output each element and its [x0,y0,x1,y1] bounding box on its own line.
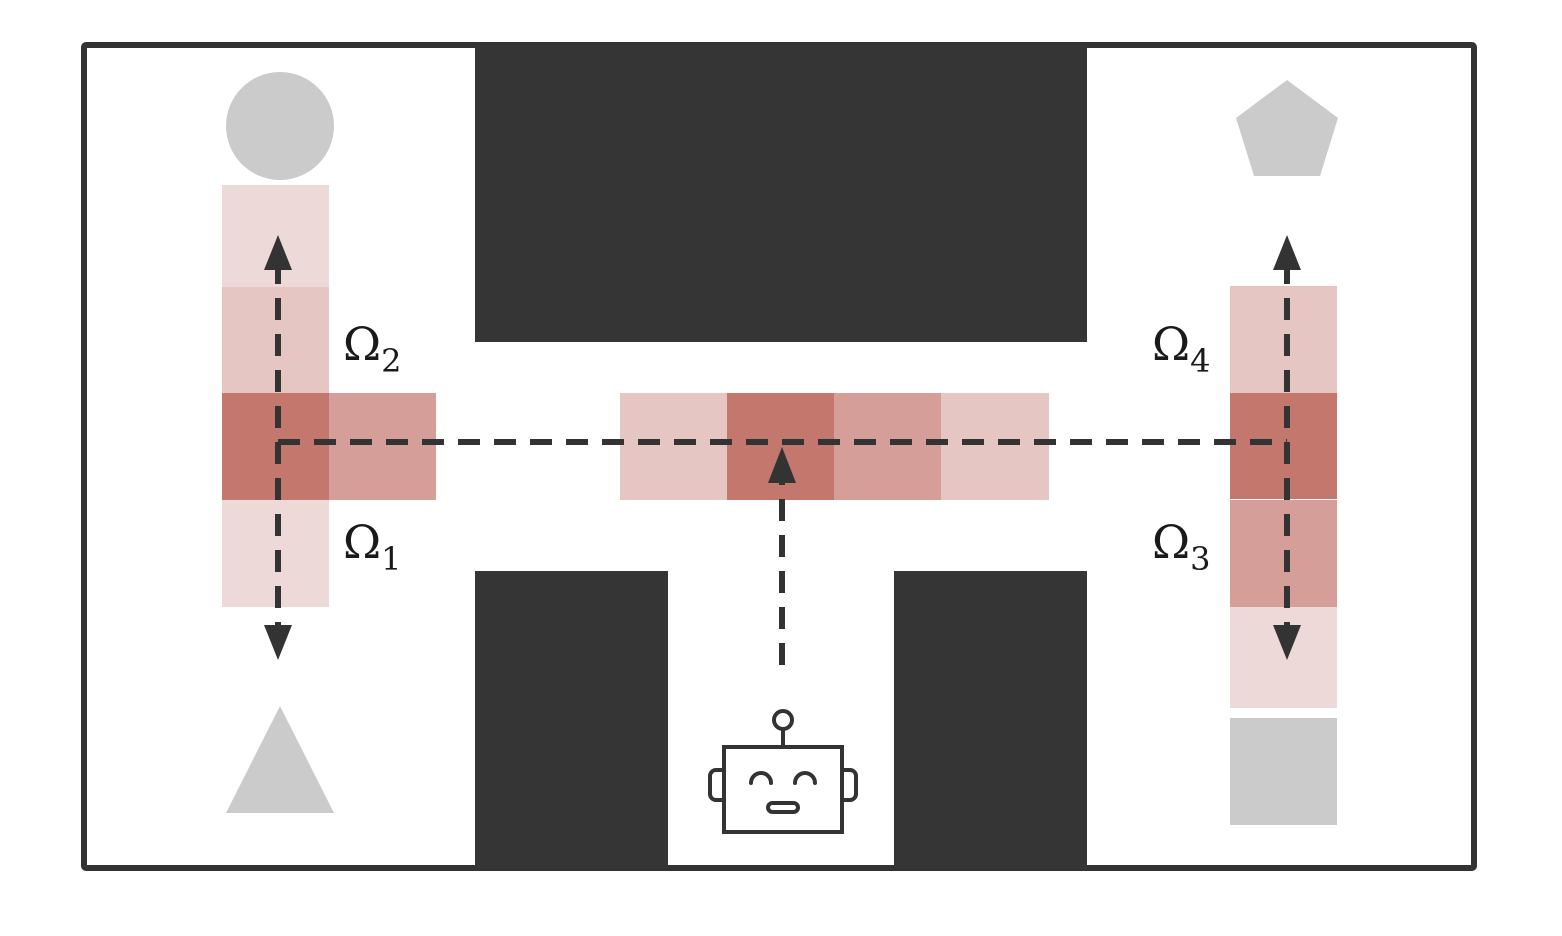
region-labels: Ω2 Ω1 Ω4 Ω3 [343,317,1211,578]
arrow-up-icon [264,235,292,270]
wall-top [475,45,1087,342]
arrow-down-icon [1273,625,1301,660]
right-cell-column [1230,286,1337,708]
cell [941,393,1049,500]
omega-2-label: Ω2 [343,317,402,380]
cell [329,393,436,500]
arrowheads [264,235,1301,660]
wall-bottom-left [475,571,668,868]
omega-3-label: Ω3 [1152,515,1211,578]
cell [620,393,727,500]
cell [834,393,941,500]
walls [475,45,1087,868]
omega-1-label: Ω1 [343,515,402,578]
arrow-up-icon [768,447,796,483]
paths [275,262,1290,665]
cell [1230,500,1337,607]
pentagon-goal-icon [1236,80,1338,176]
cell [1230,607,1337,708]
arrow-down-icon [264,625,292,660]
square-goal-icon [1230,718,1337,825]
middle-cell-row [620,393,1049,500]
goals [226,72,1338,825]
wall-bottom-right [894,571,1087,868]
circle-goal-icon [226,72,334,180]
robot-icon [708,709,858,834]
cell [1230,393,1337,499]
cell [1230,286,1337,393]
omega-4-label: Ω4 [1152,317,1211,380]
arrow-up-icon [1273,235,1301,270]
triangle-goal-icon [226,706,334,813]
